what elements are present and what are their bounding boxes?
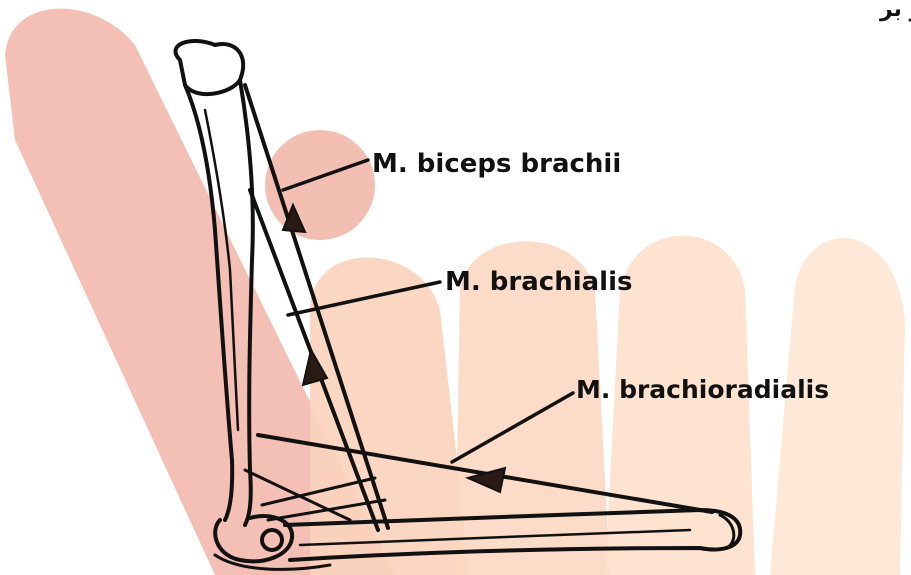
label-brachialis: M. brachialis <box>445 267 632 297</box>
header-text: بری یرر ی ک ی پر ر بر <box>879 0 911 22</box>
watermark-circle <box>265 130 375 240</box>
label-biceps-brachii: M. biceps brachii <box>372 149 621 179</box>
label-brachioradialis: M. brachioradialis <box>576 375 829 404</box>
watermark-finger-4 <box>770 238 905 575</box>
